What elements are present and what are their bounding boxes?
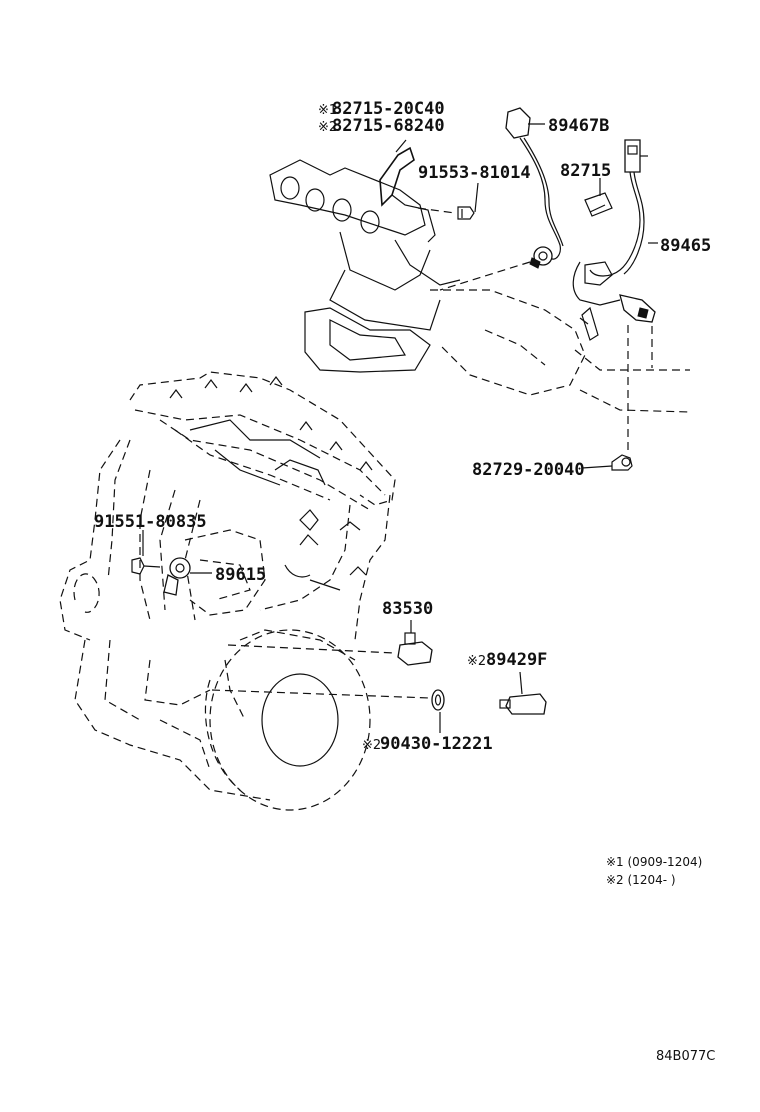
bolt-91553-81014	[417, 182, 479, 220]
label-91551-80835[interactable]: 91551-80835	[94, 512, 207, 532]
sensor-89429f	[499, 671, 547, 715]
bolt-91551-80835	[131, 530, 161, 575]
label-89429f[interactable]: 89429F	[486, 650, 547, 670]
oxygen-sensor-89465	[572, 139, 658, 450]
note-mark-gasket: ※2	[362, 738, 381, 753]
label-82729-20040[interactable]: 82729-20040	[472, 460, 585, 480]
figure-code: 84B077C	[656, 1049, 715, 1064]
label-89465[interactable]: 89465	[660, 236, 711, 256]
oxygen-sensor-89467b	[439, 107, 564, 291]
part-labels: ※1 82715-20C40 ※2 82715-68240 91553-8101…	[94, 99, 711, 754]
clamp-82729-20040	[581, 454, 633, 471]
bracket-82715	[379, 139, 436, 243]
label-91553-81014[interactable]: 91553-81014	[418, 163, 531, 183]
legend: ※1 (0909-1204) ※2 (1204- )	[606, 855, 702, 887]
label-90430-12221[interactable]: 90430-12221	[380, 734, 493, 754]
oil-pressure-sensor-83530	[397, 620, 433, 666]
note-mark-1: ※1	[318, 103, 337, 118]
legend-note-2: ※2 (1204- )	[606, 873, 676, 887]
label-82715-68240[interactable]: 82715-68240	[332, 116, 445, 136]
note-mark-89429f: ※2	[467, 654, 486, 669]
clamp-82715	[584, 178, 613, 217]
note-mark-2: ※2	[318, 120, 337, 135]
label-82715[interactable]: 82715	[560, 161, 611, 181]
label-82715-20c40[interactable]: 82715-20C40	[332, 99, 445, 119]
exhaust-manifold	[269, 159, 691, 413]
knock-sensor-89615	[163, 557, 212, 596]
label-83530[interactable]: 83530	[382, 599, 433, 619]
engine-assembly	[59, 371, 431, 811]
legend-note-1: ※1 (0909-1204)	[606, 855, 702, 869]
gasket-90430-12221	[431, 689, 445, 733]
label-89467b[interactable]: 89467B	[548, 116, 609, 136]
label-89615[interactable]: 89615	[215, 565, 266, 585]
